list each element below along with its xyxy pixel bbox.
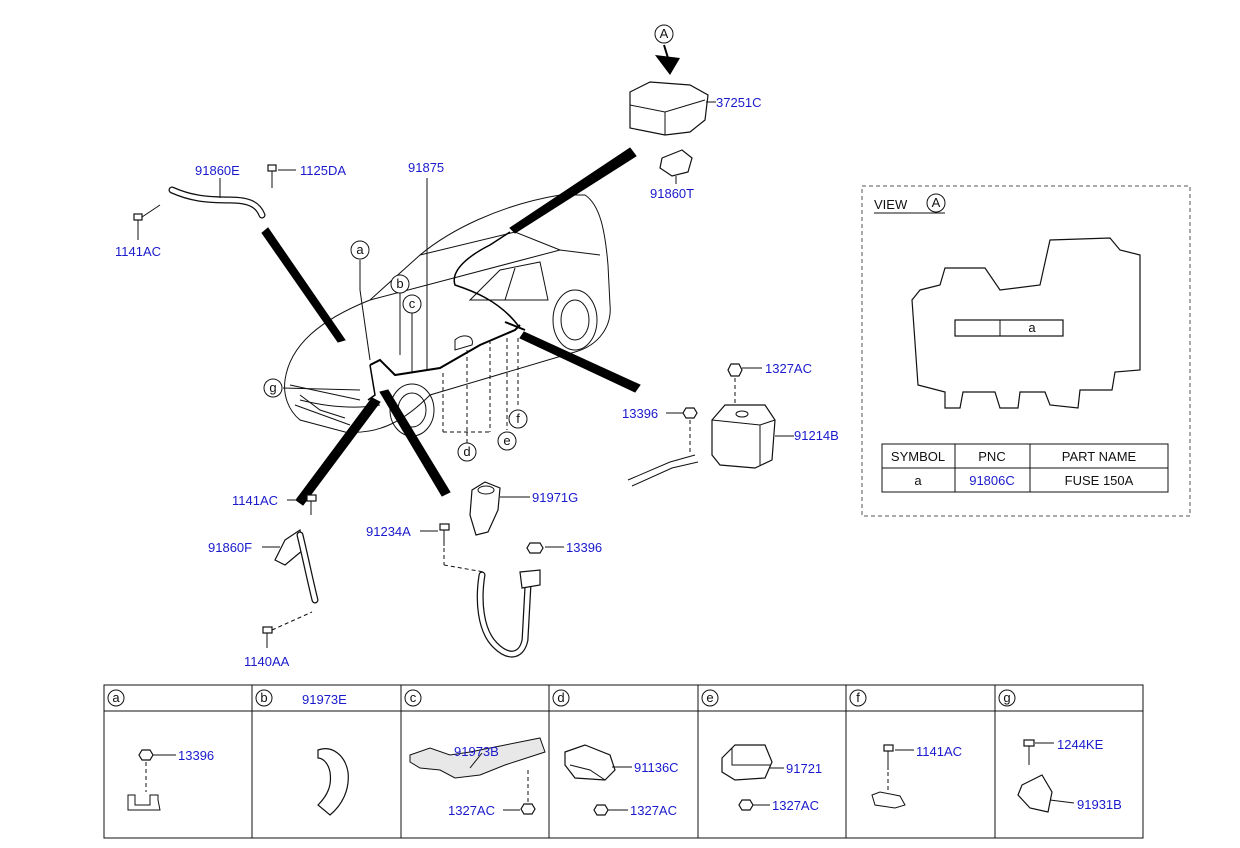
detail-cell-c: c 91973B 1327AC [404,689,546,818]
wiring-harness [367,231,526,401]
svg-text:1140AA: 1140AA [244,654,290,669]
cable-91860E: 91860E [168,163,266,219]
thick-leaders [261,147,641,506]
nut-1327AC-mid: 1327AC [727,361,812,405]
svg-text:d: d [463,444,470,459]
svg-text:91973E: 91973E [302,692,347,707]
svg-text:a: a [914,473,922,488]
svg-text:91214B: 91214B [794,428,839,443]
svg-text:91971G: 91971G [532,490,578,505]
svg-text:1125DA: 1125DA [300,163,346,178]
svg-text:f: f [516,411,520,426]
svg-text:1327AC: 1327AC [630,803,677,818]
svg-text:1327AC: 1327AC [765,361,812,376]
svg-text:1244KE: 1244KE [1057,737,1104,752]
bolt-1125DA: 1125DA [267,163,346,188]
svg-text:91973B: 91973B [454,744,499,759]
svg-text:PNC: PNC [978,449,1005,464]
svg-text:91860E: 91860E [195,163,240,178]
terminal-91860T: 91860T [650,149,694,201]
bolt-1140AA: 1140AA [244,611,313,669]
svg-text:A: A [660,26,669,41]
svg-text:91806C: 91806C [969,473,1015,488]
detail-table [103,684,1144,839]
svg-text:b: b [396,276,403,291]
svg-text:g: g [1003,690,1010,705]
svg-text:a: a [112,690,120,705]
svg-text:91860T: 91860T [650,186,694,201]
cable-91860F: 91860F [208,528,319,604]
svg-text:13396: 13396 [178,748,214,763]
svg-text:1141AC: 1141AC [115,244,161,259]
svg-text:e: e [503,433,510,448]
svg-text:b: b [260,690,267,705]
nut-13396-low: 13396 [526,540,602,555]
svg-text:91234A: 91234A [366,524,411,539]
callout-b: b [390,274,410,294]
cable-stub-mid [627,454,699,487]
svg-text:91931B: 91931B [1077,797,1122,812]
pnc-91875: 91875 [408,160,444,175]
fuse-slot-a [954,319,1064,337]
detail-cell-b: b 91973E [255,689,349,816]
vehicle-outline [284,194,611,437]
svg-text:1327AC: 1327AC [448,803,495,818]
svg-text:SYMBOL: SYMBOL [891,449,945,464]
svg-text:d: d [557,690,564,705]
svg-text:1141AC: 1141AC [232,493,278,508]
svg-text:13396: 13396 [622,406,658,421]
fuse-table: SYMBOL PNC PART NAME a 91806C FUSE 150A [881,443,1169,493]
svg-text:91136C: 91136C [634,760,679,775]
detail-cell-f: f 1141AC [849,689,962,809]
callout-g: g [263,378,283,398]
cover-91214B: 91214B [711,404,839,469]
svg-text:A: A [932,195,941,210]
svg-text:e: e [706,690,713,705]
svg-text:FUSE 150A: FUSE 150A [1065,473,1134,488]
nut-13396-mid: 13396 [622,406,698,455]
callout-d: d [457,442,477,462]
svg-text:37251C: 37251C [716,95,762,110]
svg-text:1327AC: 1327AC [772,798,819,813]
svg-text:a: a [356,242,364,257]
svg-text:91721: 91721 [786,761,822,776]
svg-text:PART NAME: PART NAME [1062,449,1137,464]
svg-text:f: f [856,690,860,705]
bolt-1141AC-top: 1141AC [115,204,161,259]
fuse-box-37251C: A 37251C [629,24,762,136]
callout-leaders [282,178,519,443]
callout-a: a [350,240,370,260]
svg-text:a: a [1028,320,1036,335]
svg-text:13396: 13396 [566,540,602,555]
bolt-91234A: 91234A [366,523,485,573]
callout-f: f [508,409,528,429]
svg-text:g: g [269,380,276,395]
detail-cell-d: d 91136C 1327AC [552,689,679,818]
svg-text:1141AC: 1141AC [916,744,962,759]
detail-cell-e: e 91721 1327AC [701,689,822,813]
svg-text:c: c [409,296,416,311]
svg-text:91860F: 91860F [208,540,252,555]
callout-c: c [402,294,422,314]
view-a-panel: VIEW A a [861,185,1191,517]
svg-text:VIEW: VIEW [874,197,908,212]
sensor-91971G: 91971G [469,481,578,536]
detail-cell-g: g 1244KE 91931B [998,689,1122,813]
callout-e: e [497,431,517,451]
cable-lower-middle [476,569,541,658]
svg-text:c: c [410,690,417,705]
detail-cell-a: a 13396 [107,689,214,811]
bolt-1141AC-left: 1141AC [232,493,317,515]
